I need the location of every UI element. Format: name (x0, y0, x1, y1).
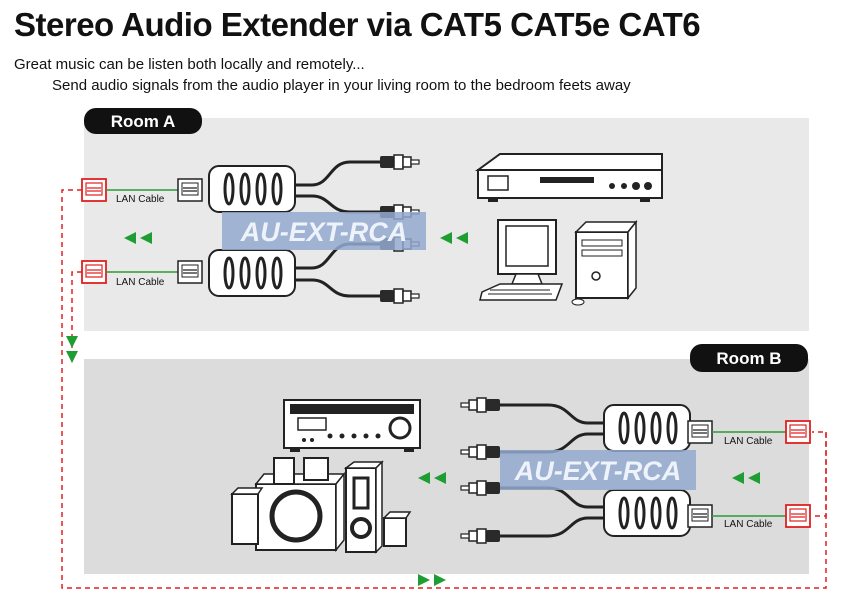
lan-label-a1: LAN Cable (116, 194, 165, 205)
watermark-box-a (222, 212, 426, 250)
room-b-badge (690, 344, 808, 372)
subtitle-line-2: Send audio signals from the audio player… (52, 77, 631, 94)
watermark-box-b (500, 450, 696, 490)
room-b-area (84, 359, 809, 574)
av-receiver-icon (283, 399, 421, 452)
room-a-badge (84, 108, 202, 134)
arrow-left-a1-icon (124, 232, 152, 244)
room-b-label: Room B (716, 349, 781, 368)
rj45-port-a1-icon (177, 178, 203, 202)
arrow-down-icon (66, 336, 78, 363)
wall-jack-a1-icon (81, 178, 107, 202)
rj45-port-b2-icon (687, 504, 713, 528)
extender-unit-b2 (602, 488, 692, 538)
lan-label-a2: LAN Cable (116, 277, 165, 288)
rj45-port-b1-icon (687, 420, 713, 444)
page-title: Stereo Audio Extender via CAT5 CAT5e CAT… (14, 6, 701, 43)
extender-unit-a2 (207, 248, 297, 298)
wall-jack-a2-icon (81, 260, 107, 284)
room-a-label: Room A (111, 112, 176, 131)
arrow-left-a2-icon (440, 232, 468, 244)
watermark-b: AU-EXT-RCA (514, 456, 682, 486)
wall-jack-b2-icon (785, 504, 811, 528)
arrow-right-bottom-icon (418, 574, 446, 586)
arrow-left-b1-icon (418, 472, 446, 484)
lan-label-b2: LAN Cable (724, 519, 773, 530)
lan-label-b1: LAN Cable (724, 436, 773, 447)
rj45-port-a2-icon (177, 260, 203, 284)
room-a-area (84, 118, 809, 331)
wall-jack-b1-icon (785, 420, 811, 444)
dvd-player-icon (474, 153, 663, 202)
speaker-system-icon (230, 457, 412, 554)
desktop-computer-icon (479, 219, 638, 306)
watermark-a: AU-EXT-RCA (240, 217, 408, 247)
extender-unit-b1 (602, 403, 692, 453)
arrow-left-b2-icon (732, 472, 760, 484)
subtitle-line-1: Great music can be listen both locally a… (14, 56, 365, 73)
extender-unit-a1 (207, 164, 297, 214)
